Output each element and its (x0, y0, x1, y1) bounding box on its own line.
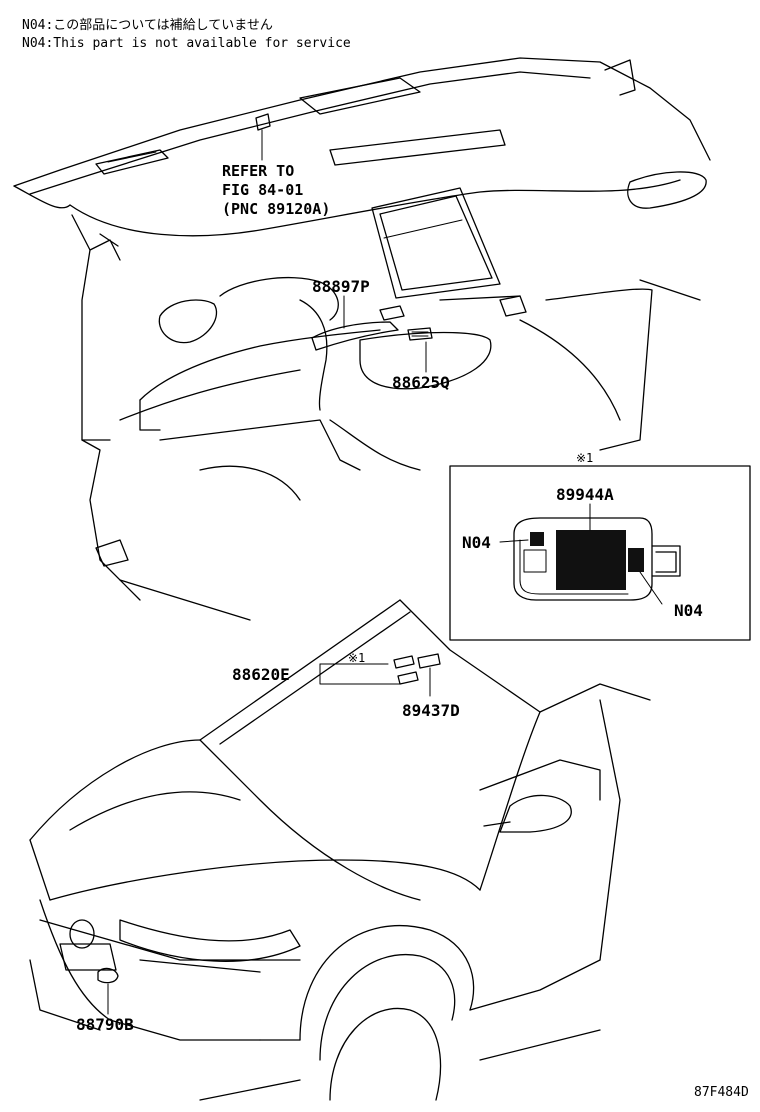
detail-frame (449, 465, 751, 641)
chip-n04-left (530, 532, 544, 546)
emblem-icon (69, 919, 95, 949)
n04-right-label: N04 (674, 601, 703, 620)
car-illustration (29, 599, 651, 1101)
refer-fig-label: FIG 84-01 (222, 181, 303, 199)
part-88897P-label: 88897P (312, 277, 370, 296)
detail-mark-label: ※1 (576, 451, 593, 465)
dashboard-illustration (13, 57, 711, 621)
chip-n04-right (628, 548, 644, 572)
n04-left-label: N04 (462, 533, 491, 552)
part-88625Q-label: 88625Q (392, 373, 450, 392)
inline-mark-label: ※1 (348, 651, 365, 665)
module-89944A (556, 530, 626, 590)
part-labels: REFER TO FIG 84-01 (PNC 89120A) 88897P 8… (76, 162, 749, 1100)
part-88790B-label: 88790B (76, 1015, 134, 1034)
note-english: N04:This part is not available for servi… (22, 36, 351, 51)
part-88620E-label: 88620E (232, 665, 290, 684)
refer-to-label: REFER TO (222, 162, 294, 180)
detail-box (449, 465, 751, 641)
refer-pnc-label: (PNC 89120A) (222, 200, 330, 218)
note-japanese: N04:この部品については補給していません (22, 18, 273, 33)
figure-code-label: 87F484D (694, 1085, 749, 1100)
part-89944A-label: 89944A (556, 485, 614, 504)
part-89437D-label: 89437D (402, 701, 460, 720)
